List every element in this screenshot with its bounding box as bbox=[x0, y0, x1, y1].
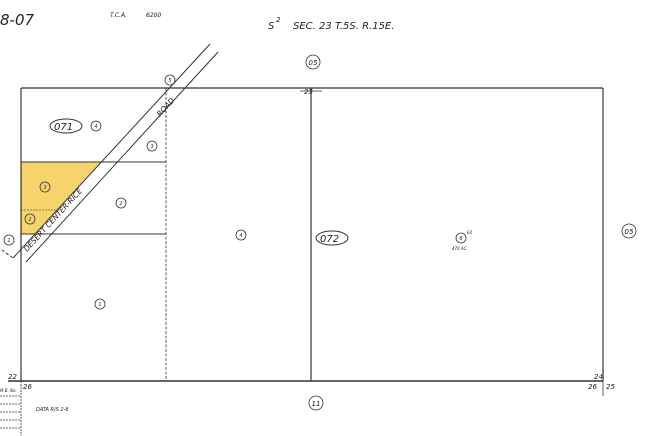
legend-stub: M.B. No. bbox=[0, 388, 17, 393]
parcel-5-label[interactable]: 5 bbox=[168, 78, 171, 84]
section-boundaries bbox=[8, 87, 604, 436]
corner-bl-upper: 22 bbox=[8, 373, 17, 381]
parcel-2b-label[interactable]: 2 bbox=[119, 201, 122, 207]
group-072-oval bbox=[315, 230, 349, 246]
map-number: 8-07 bbox=[0, 11, 34, 29]
adjacent-map-right[interactable]: 05 bbox=[625, 228, 634, 236]
parcel-6-note: EX bbox=[467, 230, 473, 235]
group-072-label[interactable]: 072 bbox=[320, 234, 339, 245]
parcel-4b-label[interactable]: 4 bbox=[239, 233, 242, 239]
road-suffix: ROAD bbox=[155, 96, 177, 118]
parcel-6-area: 470 AC. bbox=[452, 246, 468, 251]
group-071-oval bbox=[49, 118, 83, 134]
section-text: SEC. 23 T.5S. R.15E. bbox=[293, 21, 394, 32]
footer-note: DATA R/S 2-8 bbox=[36, 407, 69, 413]
adjoining-map-stub bbox=[0, 395, 20, 429]
parcel-6-label[interactable]: 6 bbox=[459, 236, 462, 242]
parcel-1-label[interactable]: 1 bbox=[98, 302, 101, 308]
adjacent-map-top[interactable]: 05 bbox=[309, 59, 318, 67]
corner-bl-lower: 26 bbox=[23, 383, 32, 391]
corner-br-lower-right: 25 bbox=[606, 383, 615, 391]
parcel-circles bbox=[3, 54, 637, 411]
parcel-4-label[interactable]: 4 bbox=[94, 124, 97, 130]
parcel-3b-label[interactable]: 3 bbox=[150, 144, 153, 150]
corner-br-lower-left: 26 bbox=[588, 383, 597, 391]
corner-top: 25 bbox=[304, 88, 313, 96]
adjacent-map-bottom[interactable]: 11 bbox=[312, 400, 321, 408]
group-071-label[interactable]: 071 bbox=[54, 122, 73, 133]
section-title: S bbox=[268, 21, 275, 32]
road bbox=[1, 43, 219, 263]
tca-value: 6200 bbox=[146, 12, 161, 19]
parcel-3-label[interactable]: 3 bbox=[43, 185, 46, 191]
corner-br-upper: 24 bbox=[594, 373, 603, 381]
tca-label: T.C.A. bbox=[110, 12, 127, 19]
highlighted-parcel bbox=[21, 162, 101, 234]
parcel-1b-label[interactable]: 1 bbox=[7, 238, 10, 244]
section-superscript: 2 bbox=[276, 16, 281, 24]
parcel-2-label[interactable]: 2 bbox=[28, 217, 31, 223]
